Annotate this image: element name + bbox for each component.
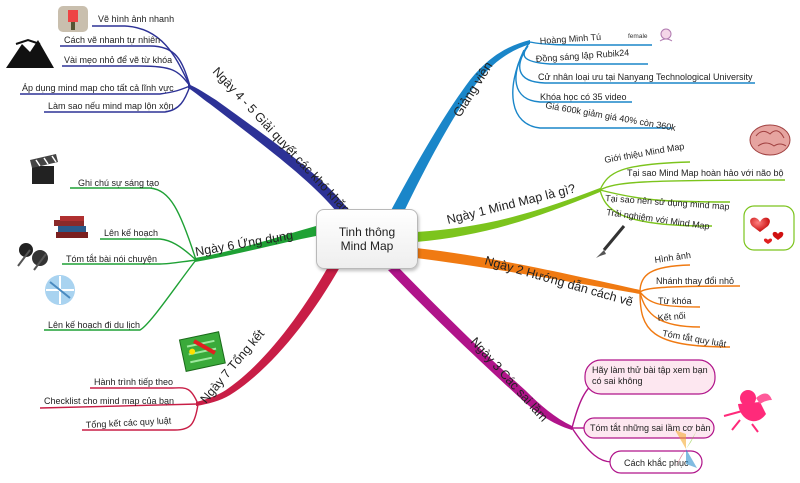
branch-label-ngay4: Ngày 4 - 5 Giải quyết các khó khăn (210, 64, 353, 216)
ngay4-item-3: Vài mẹo nhỏ để vẽ từ khóa (64, 55, 172, 65)
branch-ngay6 (195, 226, 316, 262)
ngay4-item-1: Vẽ hình ảnh nhanh (98, 14, 174, 24)
ngay7-item-2: Checklist cho mind map của bạn (44, 396, 174, 406)
branch-ngay1 (416, 188, 600, 242)
giang-vien-item-3: Cử nhân loại ưu tại Nanyang Technologica… (538, 72, 753, 82)
ngay1-item-1: Giới thiệu Mind Map (604, 141, 685, 165)
branch-giang-vien (388, 40, 530, 220)
sub-branches-ngay6 (44, 187, 197, 331)
ngay3-item-1-box (584, 359, 716, 395)
ngay3-item-1a: Hãy làm thử bài tập xem bạn (592, 365, 708, 375)
branch-label-ngay2: Ngày 2 Hướng dẫn cách vẽ (483, 252, 635, 309)
ngay7-item-1: Hành trình tiếp theo (94, 377, 173, 387)
ngay4-item-5: Làm sao nếu mind map lộn xộn (48, 101, 174, 111)
ngay3-item-2: Tóm tắt những sai lầm cơ bản (590, 423, 710, 433)
sub-branches-ngay2 (639, 264, 741, 348)
ngay4-item-2: Cách vẽ nhanh tự nhiên (64, 35, 160, 45)
branch-ngay3 (388, 267, 572, 430)
paint-brush-icon (58, 6, 88, 32)
center-line-1: Tinh thông (338, 225, 396, 239)
brush-icon (596, 225, 626, 258)
books-icon (54, 216, 88, 238)
sub-branches-ngay7 (39, 387, 199, 431)
ngay2-item-5: Tóm tắt quy luật (662, 328, 728, 349)
brain-icon (749, 124, 791, 156)
ngay3-item-3-box (609, 450, 703, 474)
ngay6-item-1: Ghi chú sự sáng tạo (78, 178, 159, 188)
giang-vien-item-1: Hoàng Minh Tú (539, 32, 601, 46)
center-topic-text: Tinh thông Mind Map (339, 225, 395, 253)
ngay2-item-3: Từ khóa (658, 296, 692, 306)
ngay2-item-4: Kết nối (657, 311, 686, 323)
branch-ngay7 (196, 267, 340, 406)
ngay2-item-1: Hình ảnh (654, 250, 692, 265)
ngay3-item-1b: có sai không (592, 376, 643, 386)
branch-ngay2 (416, 248, 640, 294)
ngay6-item-2: Lên kế hoạch (104, 228, 158, 238)
sub-branches-ngay1 (599, 161, 786, 227)
giang-vien-badge: female (628, 33, 648, 40)
center-topic[interactable]: Tinh thông Mind Map (316, 209, 697, 468)
giang-vien-item-4: Khóa học có 35 video (540, 92, 627, 102)
pinwheel-icon (675, 430, 697, 468)
sub-branches-ngay4 (20, 25, 191, 113)
center-line-2: Mind Map (340, 239, 394, 253)
cupid-icon (723, 390, 772, 433)
mountain-icon (6, 38, 54, 68)
ngay3-item-3: Cách khắc phục (624, 458, 689, 468)
ngay6-item-3: Tóm tắt bài nói chuyện (66, 254, 157, 264)
film-clapper-icon (30, 154, 58, 184)
female-avatar-icon (659, 28, 673, 42)
travel-globe-icon (45, 275, 75, 305)
ngay4-item-4: Áp dụng mind map cho tất cả lĩnh vực (22, 83, 174, 93)
branch-ngay4 (188, 84, 348, 211)
branch-label-giang-vien: Giảng viên (450, 59, 496, 120)
branch-label-ngay3: Ngày 3 Các sai lầm (468, 335, 551, 425)
ngay6-item-4: Lên kế hoạch đi du lịch (48, 320, 140, 330)
ngay7-item-3: Tổng kết các quy luật (86, 416, 172, 430)
branch-label-ngay6: Ngày 6 Ứng dụng (194, 227, 294, 259)
people-talking-icon (17, 243, 48, 271)
giang-vien-item-2: Đồng sáng lập Rubik24 (535, 47, 629, 64)
sub-branches-giang-vien (512, 41, 755, 129)
map-checklist-icon (178, 331, 226, 372)
hearts-icon (743, 205, 795, 251)
ngay1-item-2: Tại sao Mind Map hoàn hảo với não bộ (627, 168, 784, 178)
ngay2-item-2: Nhánh thay đổi nhỏ (656, 276, 734, 286)
